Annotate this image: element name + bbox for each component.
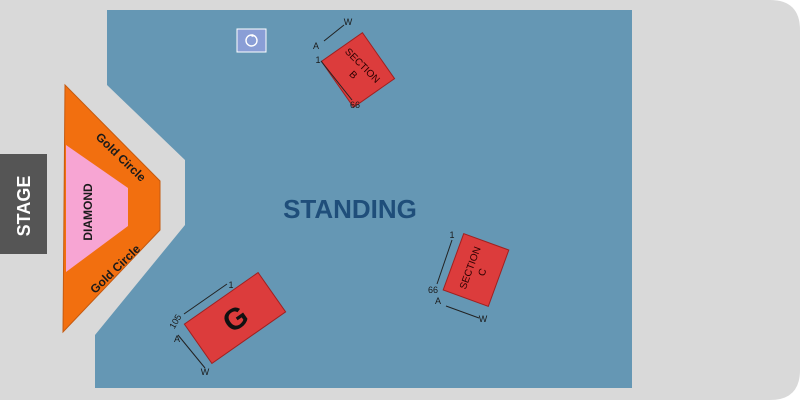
section-g-seat-first: 1 bbox=[228, 280, 233, 290]
diamond-label: DIAMOND bbox=[81, 183, 95, 241]
section-b-row-first: A bbox=[313, 41, 319, 51]
section-c-row-last: W bbox=[479, 314, 488, 324]
section-g-row-last: W bbox=[201, 367, 210, 377]
section-c[interactable]: SECTION C 1 66 A W bbox=[428, 230, 510, 324]
wheelchair-icon bbox=[236, 28, 267, 53]
section-c-row-first: A bbox=[435, 296, 441, 306]
section-c-seat-last: 66 bbox=[428, 285, 438, 295]
section-b-seat-last: 66 bbox=[350, 100, 360, 110]
section-g[interactable]: G 1 105 A W bbox=[167, 271, 287, 377]
section-b-row-last: W bbox=[344, 17, 353, 27]
stage-label: STAGE bbox=[14, 176, 34, 237]
section-g-row-first: A bbox=[174, 334, 180, 344]
stage: STAGE bbox=[0, 154, 47, 254]
section-b[interactable]: SECTION B A W 1 66 bbox=[313, 17, 396, 110]
section-c-letter: C bbox=[477, 267, 490, 278]
diamond-section[interactable]: DIAMOND bbox=[66, 145, 128, 272]
standing-label: STANDING bbox=[283, 194, 417, 224]
section-b-seat-first: 1 bbox=[315, 55, 320, 65]
section-c-seat-first: 1 bbox=[449, 230, 454, 240]
